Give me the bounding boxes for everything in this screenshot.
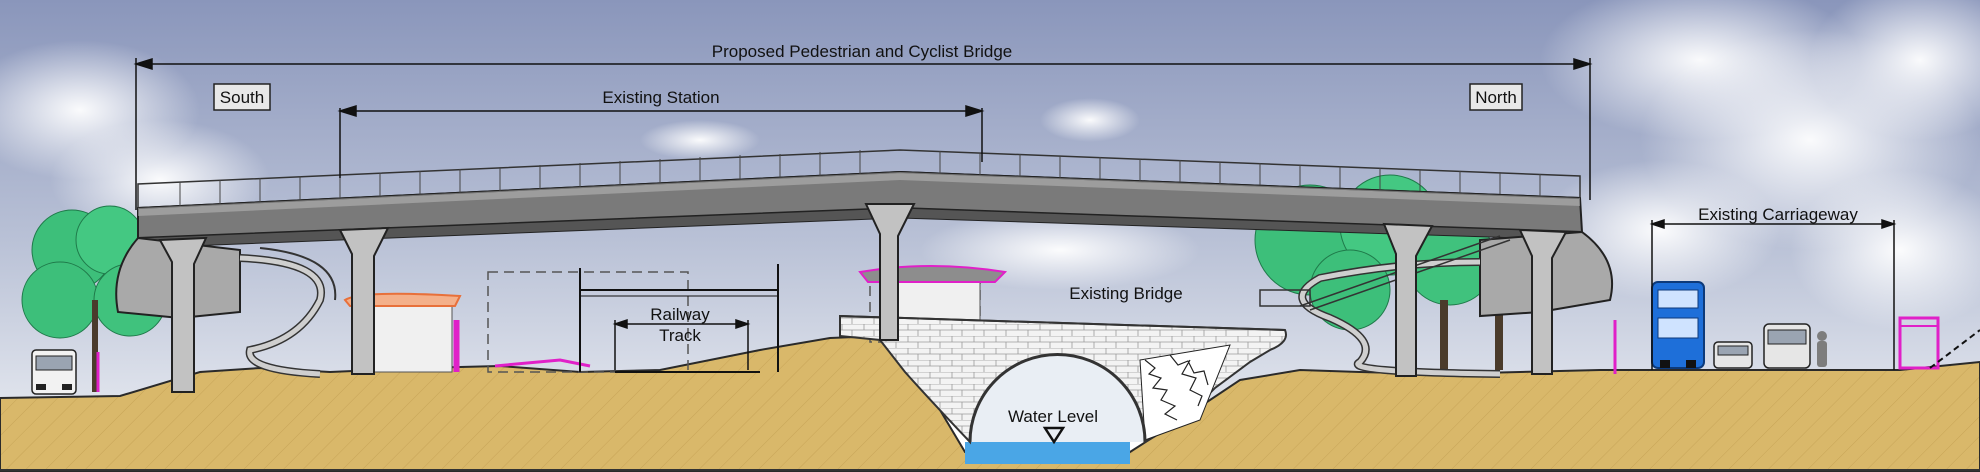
dimension-existing-station <box>337 104 985 178</box>
bridge-piers <box>158 203 1568 393</box>
dimension-existing-carriageway <box>1649 218 1897 370</box>
railway-gantry <box>579 264 779 373</box>
dimension-proposed-bridge <box>133 57 1593 210</box>
pedestrian-figure <box>1817 331 1827 367</box>
proposed-bridge-deck <box>137 149 1584 249</box>
proposed-bridge-label: Proposed Pedestrian and Cyclist Bridge <box>712 42 1013 61</box>
existing-arch-bridge <box>839 314 1287 445</box>
north-label: North <box>1475 88 1517 107</box>
water-level-label: Water Level <box>1008 407 1098 426</box>
railway-track-label-line1: Railway <box>650 305 710 324</box>
van-north <box>1763 323 1811 369</box>
car-north-1 <box>1713 341 1753 369</box>
dimension-railway-track <box>612 318 751 370</box>
north-label-box <box>1469 83 1523 111</box>
south-label-box <box>213 83 271 111</box>
magenta-markers <box>96 320 1617 392</box>
existing-carriageway-label: Existing Carriageway <box>1698 205 1858 224</box>
railway-track-label-line2: Track <box>659 326 701 345</box>
bus-shelter <box>1898 316 1980 370</box>
van-south <box>31 349 77 395</box>
water-body <box>965 442 1130 464</box>
south-label: South <box>220 88 264 107</box>
bus-north <box>1651 281 1705 369</box>
water-level-marker <box>1042 426 1066 445</box>
existing-bridge-label: Existing Bridge <box>1069 284 1182 303</box>
existing-station-label: Existing Station <box>602 88 719 107</box>
